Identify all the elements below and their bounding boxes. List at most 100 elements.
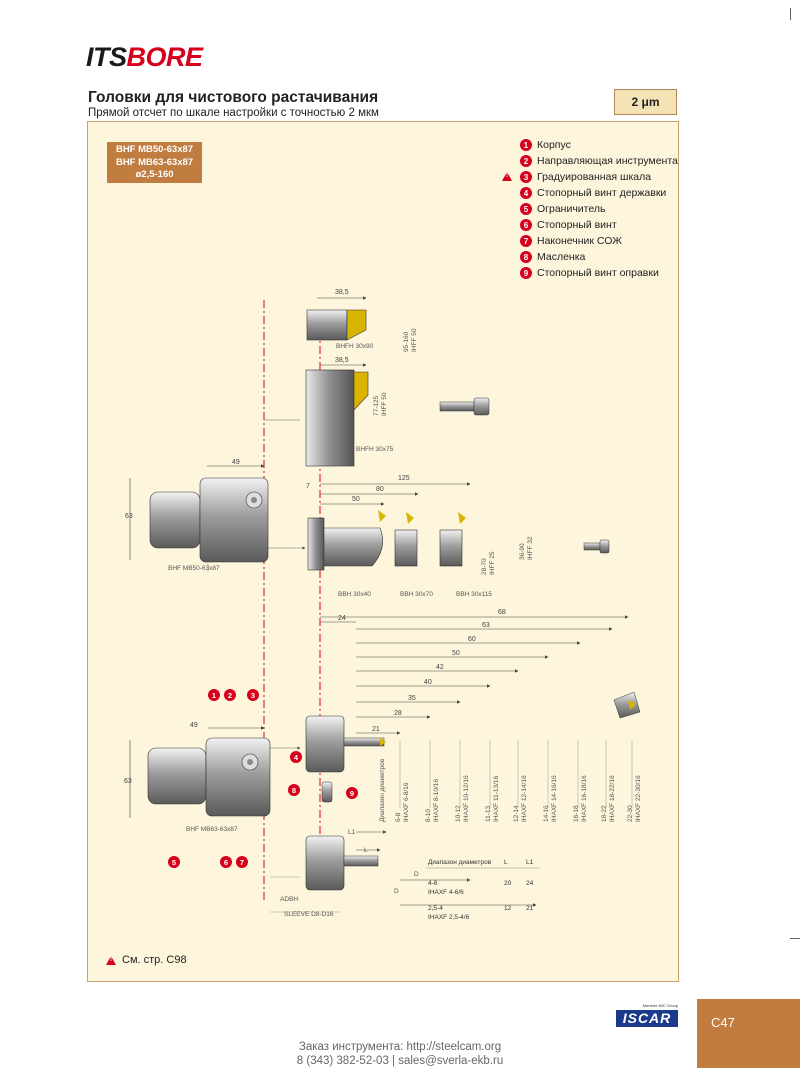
callout-5: 5 [168, 856, 180, 868]
label-ihff50-a: IHFF 50 [411, 328, 418, 352]
dim-21: 21 [372, 726, 380, 733]
callout-6: 6 [220, 856, 232, 868]
bar-code-6: IHAXF 14-16/16 [551, 775, 558, 822]
label-ihff50-b: IHFF 50 [381, 392, 388, 416]
page-number-box: C47 [697, 999, 800, 1068]
warning-icon [502, 172, 512, 181]
dim-42: 42 [436, 664, 444, 671]
label-sleeve: SLEEVE D8-D16 [284, 911, 334, 918]
label-77-125: 77-125 [373, 395, 380, 416]
dim-63-c: 63 [124, 778, 132, 785]
page-subtitle: Прямой отсчет по шкале настройки с точно… [88, 107, 379, 119]
dim-49-a: 49 [232, 459, 240, 466]
dim-40: 40 [424, 679, 432, 686]
dim-28: 28 [394, 710, 402, 717]
dim-49-b: 49 [190, 722, 198, 729]
callout-8: 8 [288, 784, 300, 796]
label-95-160: 95-160 [403, 331, 410, 352]
bar-code-5: IHAXF 12-14/16 [521, 775, 528, 822]
table-row2-l1: 21 [526, 905, 534, 912]
contact-line[interactable]: 8 (343) 382-52-03 | sales@sverla-ekb.ru [296, 1055, 504, 1067]
dim-63-a: 63 [125, 513, 133, 520]
letter-l1: L1 [348, 829, 356, 836]
bar-code-4: IHAXF 11-13/16 [493, 775, 500, 822]
letter-d-b: D [394, 888, 399, 895]
bar-code-9: IHAXF 22-30/16 [635, 775, 642, 822]
bar-code-2: IHAXF 8-10/16 [433, 779, 440, 822]
product-line-1: BHF MB50-63x87 [115, 144, 194, 155]
dim-68: 68 [498, 609, 506, 616]
product-line-2: BHF MB63-63x87 [115, 156, 194, 168]
dim-63-b: 63 [482, 622, 490, 629]
table-head-l1: L1 [526, 859, 534, 866]
order-link[interactable]: Заказ инструмента: http://steelcam.org [298, 1041, 502, 1053]
bar-code-1: IHAXF 6-8/16 [403, 782, 410, 822]
product-box: BHF MB50-63x87 BHF MB63-63x87 ø2,5-160 [107, 142, 202, 183]
table-head-l: L [504, 859, 508, 866]
label-bhf-mb63: BHF MB63-63x87 [186, 826, 238, 833]
crop-mark [790, 8, 791, 20]
label-adbh: ADBH [280, 896, 298, 903]
label-bhfh-30x75: BHFH 30x75 [356, 446, 394, 453]
bar-code-8: IHAXF 18-22/16 [609, 775, 616, 822]
callout-2: 2 [224, 689, 236, 701]
label-ihff25: IHFF 25 [489, 551, 496, 575]
dim-38-5-a: 38,5 [335, 289, 349, 296]
precision-badge: 2 μm [614, 89, 677, 115]
crop-mark [790, 938, 800, 939]
diam-range-6: 14-16 [543, 805, 550, 822]
table-row2-code: IHAXF 2,5-4/6 [428, 914, 470, 921]
diam-range-9: 22-30 [627, 805, 634, 822]
diam-range-5: 12-14 [513, 805, 520, 822]
diam-range-7: 16-18 [573, 805, 580, 822]
table-head-range: Диапазон диаметров [428, 859, 492, 866]
diam-axis-label: Диапазон диаметров [379, 758, 386, 822]
table-row1-code: IHAXF 4-6/6 [428, 889, 464, 896]
label-bbh-30x70: BBH 30x70 [400, 591, 433, 598]
dim-80: 80 [376, 486, 384, 493]
letter-d-a: D [414, 871, 419, 878]
table-row2-l: 12 [504, 905, 512, 912]
letter-l: L [364, 847, 368, 854]
diam-range-3: 10-12 [455, 805, 462, 822]
table-row2-range: 2,5-4 [428, 905, 443, 912]
table-row1-l: 20 [504, 880, 512, 887]
table-row1-l1: 24 [526, 880, 534, 887]
dim-38-5-b: 38,5 [335, 357, 349, 364]
dim-24: 24 [338, 615, 346, 622]
label-bhfh-30x90: BHFH 30x90 [336, 343, 374, 350]
label-36-90: 36-90 [519, 543, 526, 560]
callout-9: 9 [346, 787, 358, 799]
drawing-panel [87, 121, 679, 982]
dim-60: 60 [468, 636, 476, 643]
callout-7: 7 [236, 856, 248, 868]
reference-note: См. стр. C98 [106, 954, 187, 966]
label-bbh-30x115: BBH 30x115 [456, 591, 492, 598]
diam-range-1: 6-8 [395, 812, 402, 822]
callout-1: 1 [208, 689, 220, 701]
diam-range-8: 18-22 [601, 805, 608, 822]
bar-code-7: IHAXF 16-18/16 [581, 775, 588, 822]
dim-35: 35 [408, 695, 416, 702]
page-title: Головки для чистового растачивания [88, 89, 379, 106]
label-ihff32: IHFF 32 [527, 536, 534, 560]
iscar-logo: Member IMC Group ISCAR [616, 1003, 678, 1033]
warning-icon [106, 955, 116, 965]
dim-50-b: 50 [452, 650, 460, 657]
label-bhf-mb50: BHF MB50-63x87 [168, 565, 220, 572]
itsbore-logo: ITSBORE [86, 42, 203, 72]
dim-125: 125 [398, 475, 410, 482]
product-line-3: ø2,5-160 [135, 169, 174, 180]
label-bbh-30x40: BBH 30x40 [338, 591, 371, 598]
diam-range-2: 8-10 [425, 809, 432, 822]
